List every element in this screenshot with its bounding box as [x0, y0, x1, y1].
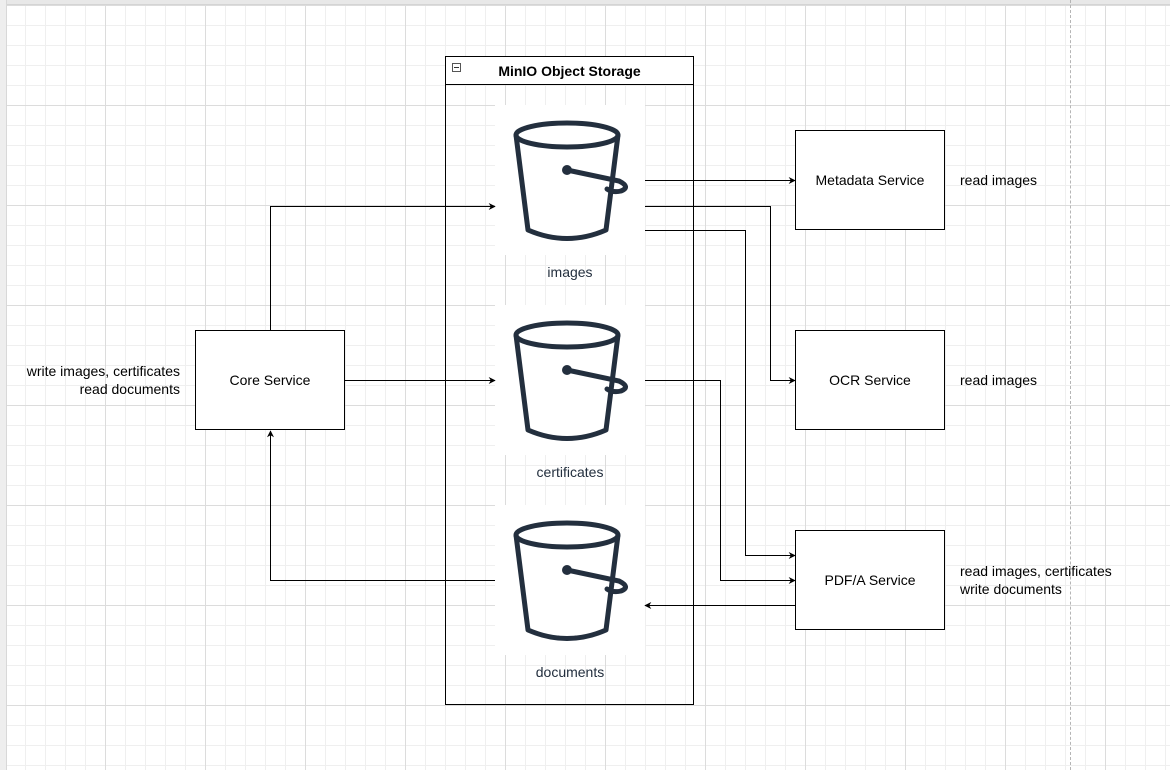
edge-core-to-images[interactable] [270, 203, 496, 331]
core-service-box[interactable]: Core Service [195, 330, 345, 430]
container-header[interactable]: MinIO Object Storage [446, 57, 693, 85]
bucket-images[interactable] [495, 105, 645, 255]
pdfa-note-line1: read images, certificates [960, 563, 1112, 579]
container-title: MinIO Object Storage [498, 63, 641, 79]
pdfa-note[interactable]: read images, certificates write document… [960, 562, 1112, 598]
bucket-label-documents: documents [535, 664, 605, 680]
bucket-icon [513, 120, 628, 241]
core-note-line2: read documents [79, 381, 180, 397]
bucket-documents[interactable] [495, 505, 645, 655]
canvas-left-border [0, 0, 7, 770]
bucket-icon [513, 320, 628, 441]
collapse-icon[interactable] [452, 63, 461, 72]
edge-certificates-to-pdfa[interactable] [645, 380, 796, 584]
bucket-label-certificates: certificates [536, 464, 604, 480]
ocr-service-box[interactable]: OCR Service [795, 330, 945, 430]
bucket-certificates[interactable] [495, 305, 645, 455]
pdfa-service-label: PDF/A Service [824, 572, 916, 588]
page-break-line [1070, 0, 1071, 770]
metadata-note[interactable]: read images [960, 172, 1038, 188]
core-service-label: Core Service [229, 372, 311, 388]
core-note[interactable]: write images, certificates read document… [10, 362, 180, 398]
edge-images-to-pdfa[interactable] [645, 230, 796, 559]
ocr-service-label: OCR Service [829, 372, 911, 388]
edge-documents-to-core[interactable] [267, 430, 496, 581]
pdfa-note-line2: write documents [960, 581, 1062, 597]
canvas-top-border [0, 0, 1170, 5]
bucket-icon [513, 520, 628, 641]
ocr-note[interactable]: read images [960, 372, 1038, 388]
bucket-label-images: images [547, 264, 593, 280]
core-note-line1: write images, certificates [26, 363, 180, 379]
pdfa-service-box[interactable]: PDF/A Service [795, 530, 945, 630]
edge-images-to-ocr[interactable] [645, 206, 796, 384]
metadata-service-box[interactable]: Metadata Service [795, 130, 945, 230]
metadata-service-label: Metadata Service [815, 172, 925, 188]
